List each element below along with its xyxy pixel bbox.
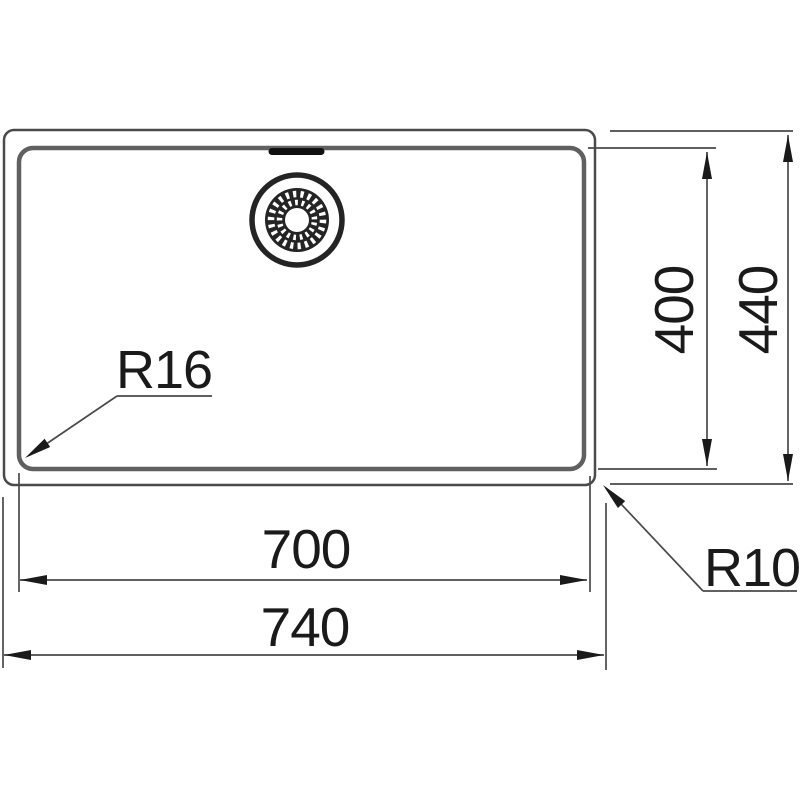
arrow-400-top-icon [702,152,712,179]
arrow-700-right-icon [560,575,587,585]
arrow-740-right-icon [577,650,604,660]
inner-corner-radius-label: R16 [116,340,212,400]
sink-outer-rim [2,128,597,487]
inner-height-label: 400 [643,266,705,355]
dim-outer-width [2,497,607,670]
drain-outer-ring [249,172,345,268]
dim-outer-height [610,130,793,485]
dim-outer-corner-radius [605,487,797,592]
arrow-740-left-icon [4,650,31,660]
arrow-400-bottom-icon [702,439,712,466]
drain-slots-outer [267,190,327,250]
r16-arrowhead-icon [25,438,51,458]
outer-height-label: 440 [727,266,789,355]
drain-hole [285,208,309,232]
arrow-440-top-icon [783,135,793,162]
dim-inner-height [588,147,717,470]
drain-strainer-icon [249,172,345,268]
r10-leader-line [605,487,704,592]
outer-width-label: 740 [261,596,350,658]
inner-width-label: 700 [262,518,351,580]
dim-inner-width [18,473,591,592]
drain-slots-inner [276,199,318,241]
arrow-700-left-icon [20,575,47,585]
arrow-440-bottom-icon [783,454,793,481]
outer-corner-radius-label: R10 [704,538,800,598]
r10-arrowhead-icon [603,485,626,509]
